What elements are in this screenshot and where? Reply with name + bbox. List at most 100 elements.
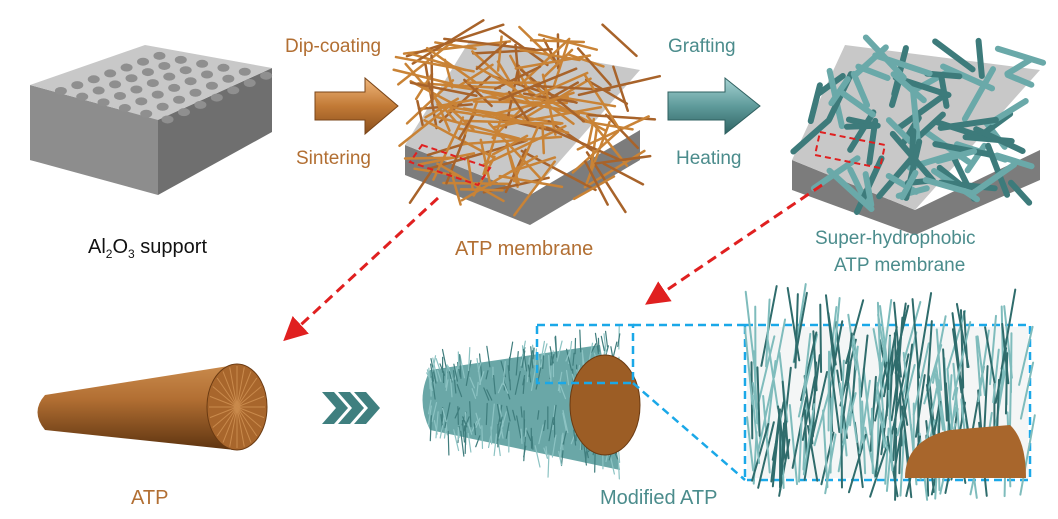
fiber — [505, 422, 510, 439]
fiber — [540, 340, 546, 360]
fiber — [876, 382, 886, 449]
fiber — [514, 370, 521, 395]
fiber — [912, 342, 930, 416]
fiber — [840, 90, 876, 118]
fiber — [542, 355, 545, 370]
fiber — [458, 109, 478, 140]
fiber — [743, 326, 754, 406]
fiber — [989, 314, 997, 386]
pore — [194, 100, 207, 109]
fiber — [798, 416, 803, 483]
fiber — [756, 366, 761, 437]
fiber — [222, 406, 238, 443]
fiber — [604, 330, 609, 348]
fiber — [584, 78, 629, 105]
fiber — [996, 378, 1000, 433]
fiber — [457, 127, 528, 142]
fiber — [617, 461, 620, 480]
fiber — [552, 404, 557, 426]
fiber — [441, 407, 447, 423]
superhydrophobic-membrane-illustration — [790, 34, 1047, 235]
fiber — [463, 78, 493, 108]
fiber — [447, 430, 450, 456]
pore — [173, 95, 186, 104]
fiber — [437, 370, 442, 382]
fiber — [405, 79, 455, 125]
pore — [120, 63, 133, 72]
fiber — [555, 335, 558, 358]
fiber — [469, 401, 472, 428]
pore — [238, 67, 251, 76]
fiber — [441, 83, 546, 102]
fiber — [428, 367, 431, 390]
fiber — [976, 335, 986, 397]
fiber — [822, 409, 829, 489]
fiber — [498, 67, 578, 102]
fiber — [496, 416, 503, 441]
fiber — [562, 409, 569, 434]
fiber — [507, 365, 511, 382]
fiber — [887, 389, 894, 472]
zoom-inset-frame — [535, 323, 1032, 482]
pore — [125, 74, 138, 83]
fiber — [459, 187, 504, 192]
fiber — [534, 445, 541, 468]
fiber — [467, 432, 472, 453]
fiber — [858, 377, 863, 442]
fiber — [430, 54, 434, 103]
pore — [113, 91, 126, 100]
fiber — [862, 34, 907, 81]
fiber — [236, 371, 252, 408]
fiber — [1007, 179, 1033, 206]
pore — [163, 72, 176, 81]
fiber — [538, 424, 544, 445]
fiber — [498, 404, 503, 425]
fiber — [516, 415, 522, 439]
fiber — [946, 367, 954, 430]
fiber — [453, 363, 459, 382]
fiber — [519, 37, 571, 86]
fiber — [475, 412, 482, 429]
zoom-arrow-modified — [645, 183, 823, 305]
pore — [151, 90, 164, 99]
fiber — [512, 409, 516, 421]
fiber — [801, 332, 812, 401]
fiber — [537, 33, 599, 51]
fiber — [236, 406, 252, 443]
fiber — [973, 126, 1026, 154]
fiber — [560, 385, 567, 400]
fiber — [209, 406, 238, 419]
fiber — [476, 381, 479, 397]
heating-label: Heating — [676, 148, 742, 169]
fiber — [479, 138, 492, 187]
zoom-arrow-atp — [283, 196, 440, 342]
fiber — [911, 298, 921, 379]
fiber — [537, 410, 540, 420]
fiber — [475, 417, 481, 428]
fiber — [443, 37, 536, 51]
fiber — [579, 329, 582, 353]
fiber — [497, 383, 503, 394]
fiber — [549, 346, 554, 364]
fiber — [829, 397, 833, 474]
fiber — [755, 335, 776, 411]
fiber — [843, 122, 876, 130]
fiber — [597, 337, 600, 352]
fiber — [908, 128, 917, 166]
fiber — [525, 429, 532, 442]
fiber — [571, 130, 620, 174]
fiber — [894, 427, 898, 501]
fiber — [844, 332, 853, 386]
fiber — [757, 421, 775, 489]
fiber — [765, 298, 771, 368]
fiber — [781, 380, 790, 460]
fiber — [490, 426, 493, 445]
fiber — [543, 447, 549, 459]
fiber — [992, 361, 1008, 437]
fiber — [932, 141, 994, 158]
pore — [130, 85, 143, 94]
fiber — [229, 406, 238, 447]
fiber — [425, 46, 477, 84]
fiber — [935, 148, 978, 164]
fiber — [548, 416, 554, 442]
